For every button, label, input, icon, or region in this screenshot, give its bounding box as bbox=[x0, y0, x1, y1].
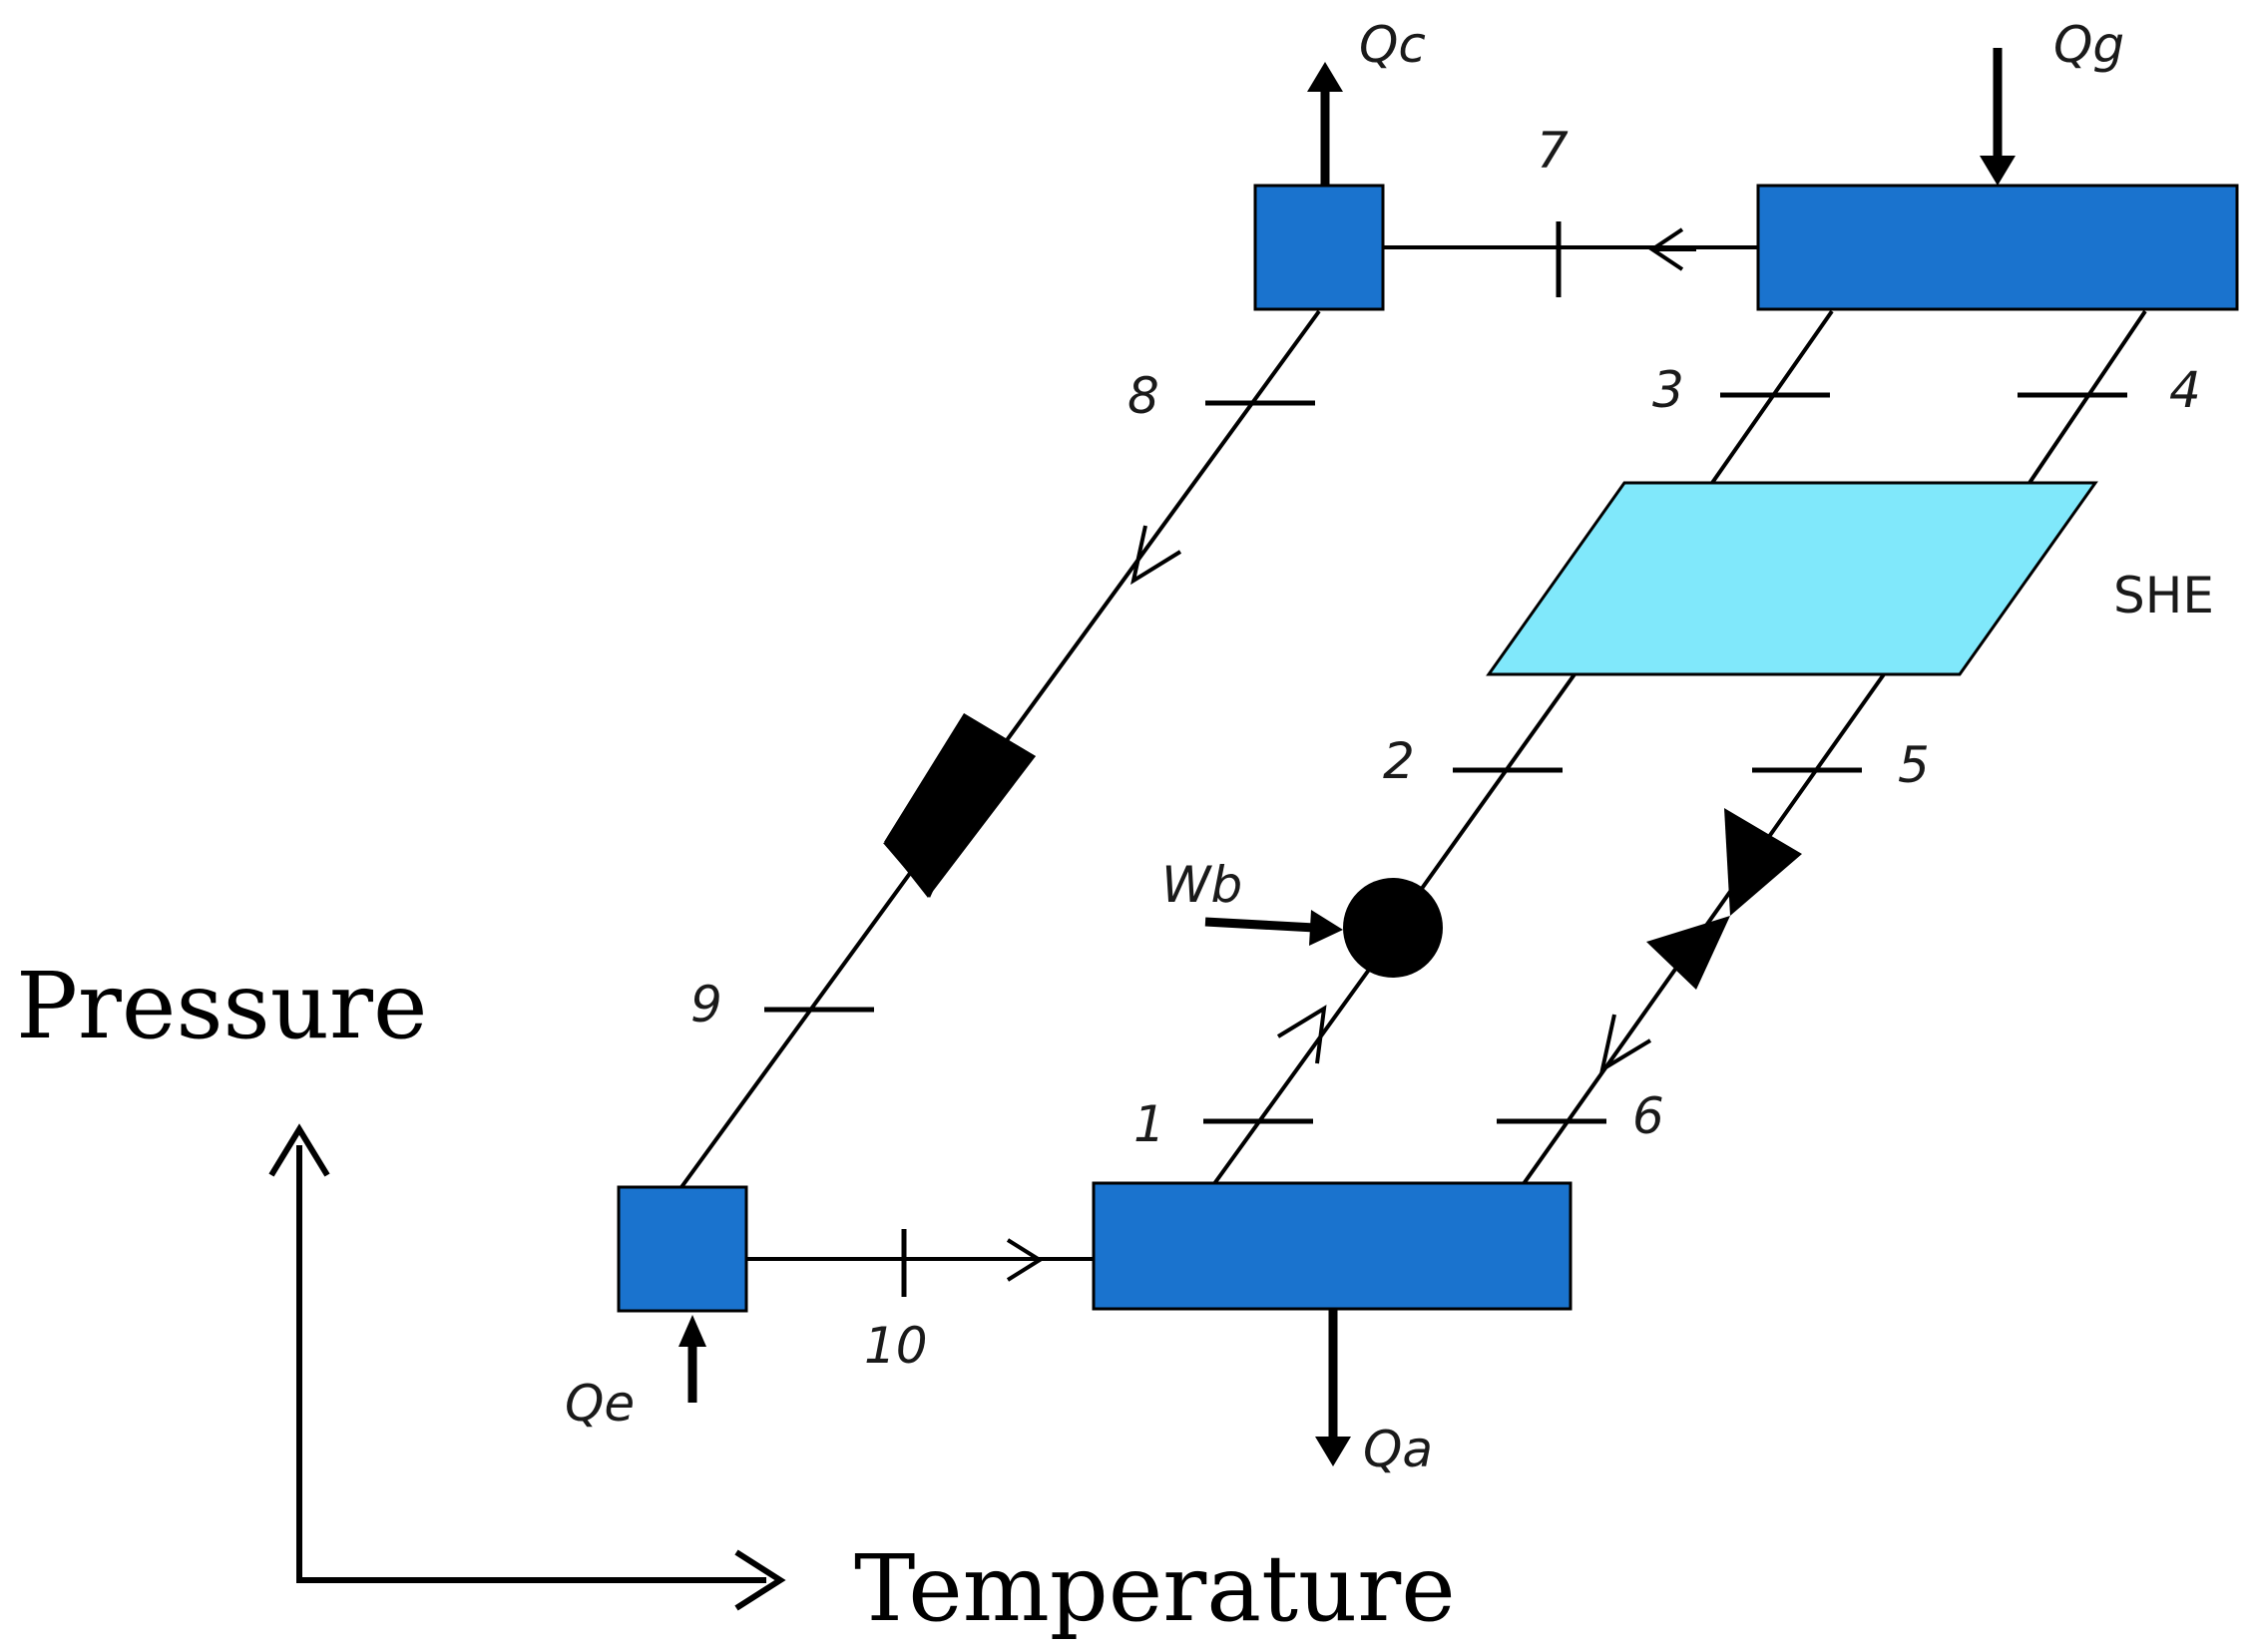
state-label-3: 3 bbox=[1652, 361, 1684, 419]
qg-heat-arrow bbox=[1980, 48, 2016, 186]
state-label-5: 5 bbox=[1898, 736, 1930, 794]
qe-label: Qe bbox=[565, 1375, 635, 1433]
qe-heat-arrow bbox=[678, 1315, 706, 1403]
evaporator bbox=[617, 1185, 748, 1313]
flow-arrow-10 bbox=[1006, 1238, 1044, 1282]
qc-heat-arrow bbox=[1307, 62, 1343, 186]
pressure-axis-label: Pressure bbox=[16, 953, 427, 1059]
flow-arrow-1 bbox=[1276, 1005, 1327, 1064]
wb-label: Wb bbox=[1161, 856, 1242, 914]
state-label-6: 6 bbox=[1632, 1087, 1664, 1145]
pressure-axis-arrowhead bbox=[268, 1123, 330, 1177]
qc-label: Qc bbox=[1359, 16, 1426, 74]
state-label-10: 10 bbox=[864, 1317, 928, 1375]
flow-arrow-6 bbox=[1599, 1014, 1652, 1074]
state-label-4: 4 bbox=[2169, 361, 2201, 419]
state-label-1: 1 bbox=[1133, 1095, 1165, 1153]
refrigerant-expansion-valve bbox=[883, 713, 1036, 898]
generator bbox=[1756, 184, 2239, 311]
qg-label: Qg bbox=[2053, 16, 2124, 74]
flow-arrow-7 bbox=[1648, 227, 1696, 271]
solution-heat-exchanger bbox=[1486, 481, 2098, 676]
temperature-axis-label: Temperature bbox=[854, 1535, 1456, 1642]
she-label: SHE bbox=[2113, 567, 2214, 624]
temperature-axis-arrowhead bbox=[734, 1549, 786, 1611]
solution-line-2 bbox=[1419, 672, 1577, 892]
solution-expansion-valve bbox=[1646, 808, 1802, 990]
flow-arrow-8 bbox=[1130, 525, 1182, 586]
wb-work-arrow bbox=[1204, 910, 1343, 946]
solution-line-1 bbox=[1211, 968, 1371, 1187]
state-label-9: 9 bbox=[690, 976, 722, 1033]
condenser bbox=[1253, 184, 1385, 311]
qa-label: Qa bbox=[1363, 1421, 1433, 1478]
state-label-8: 8 bbox=[1127, 367, 1159, 425]
state-label-2: 2 bbox=[1383, 732, 1415, 790]
pump bbox=[1343, 878, 1443, 978]
axes bbox=[268, 1123, 786, 1611]
qa-heat-arrow bbox=[1315, 1309, 1351, 1466]
state-label-7: 7 bbox=[1537, 122, 1569, 180]
absorber bbox=[1092, 1181, 1573, 1311]
